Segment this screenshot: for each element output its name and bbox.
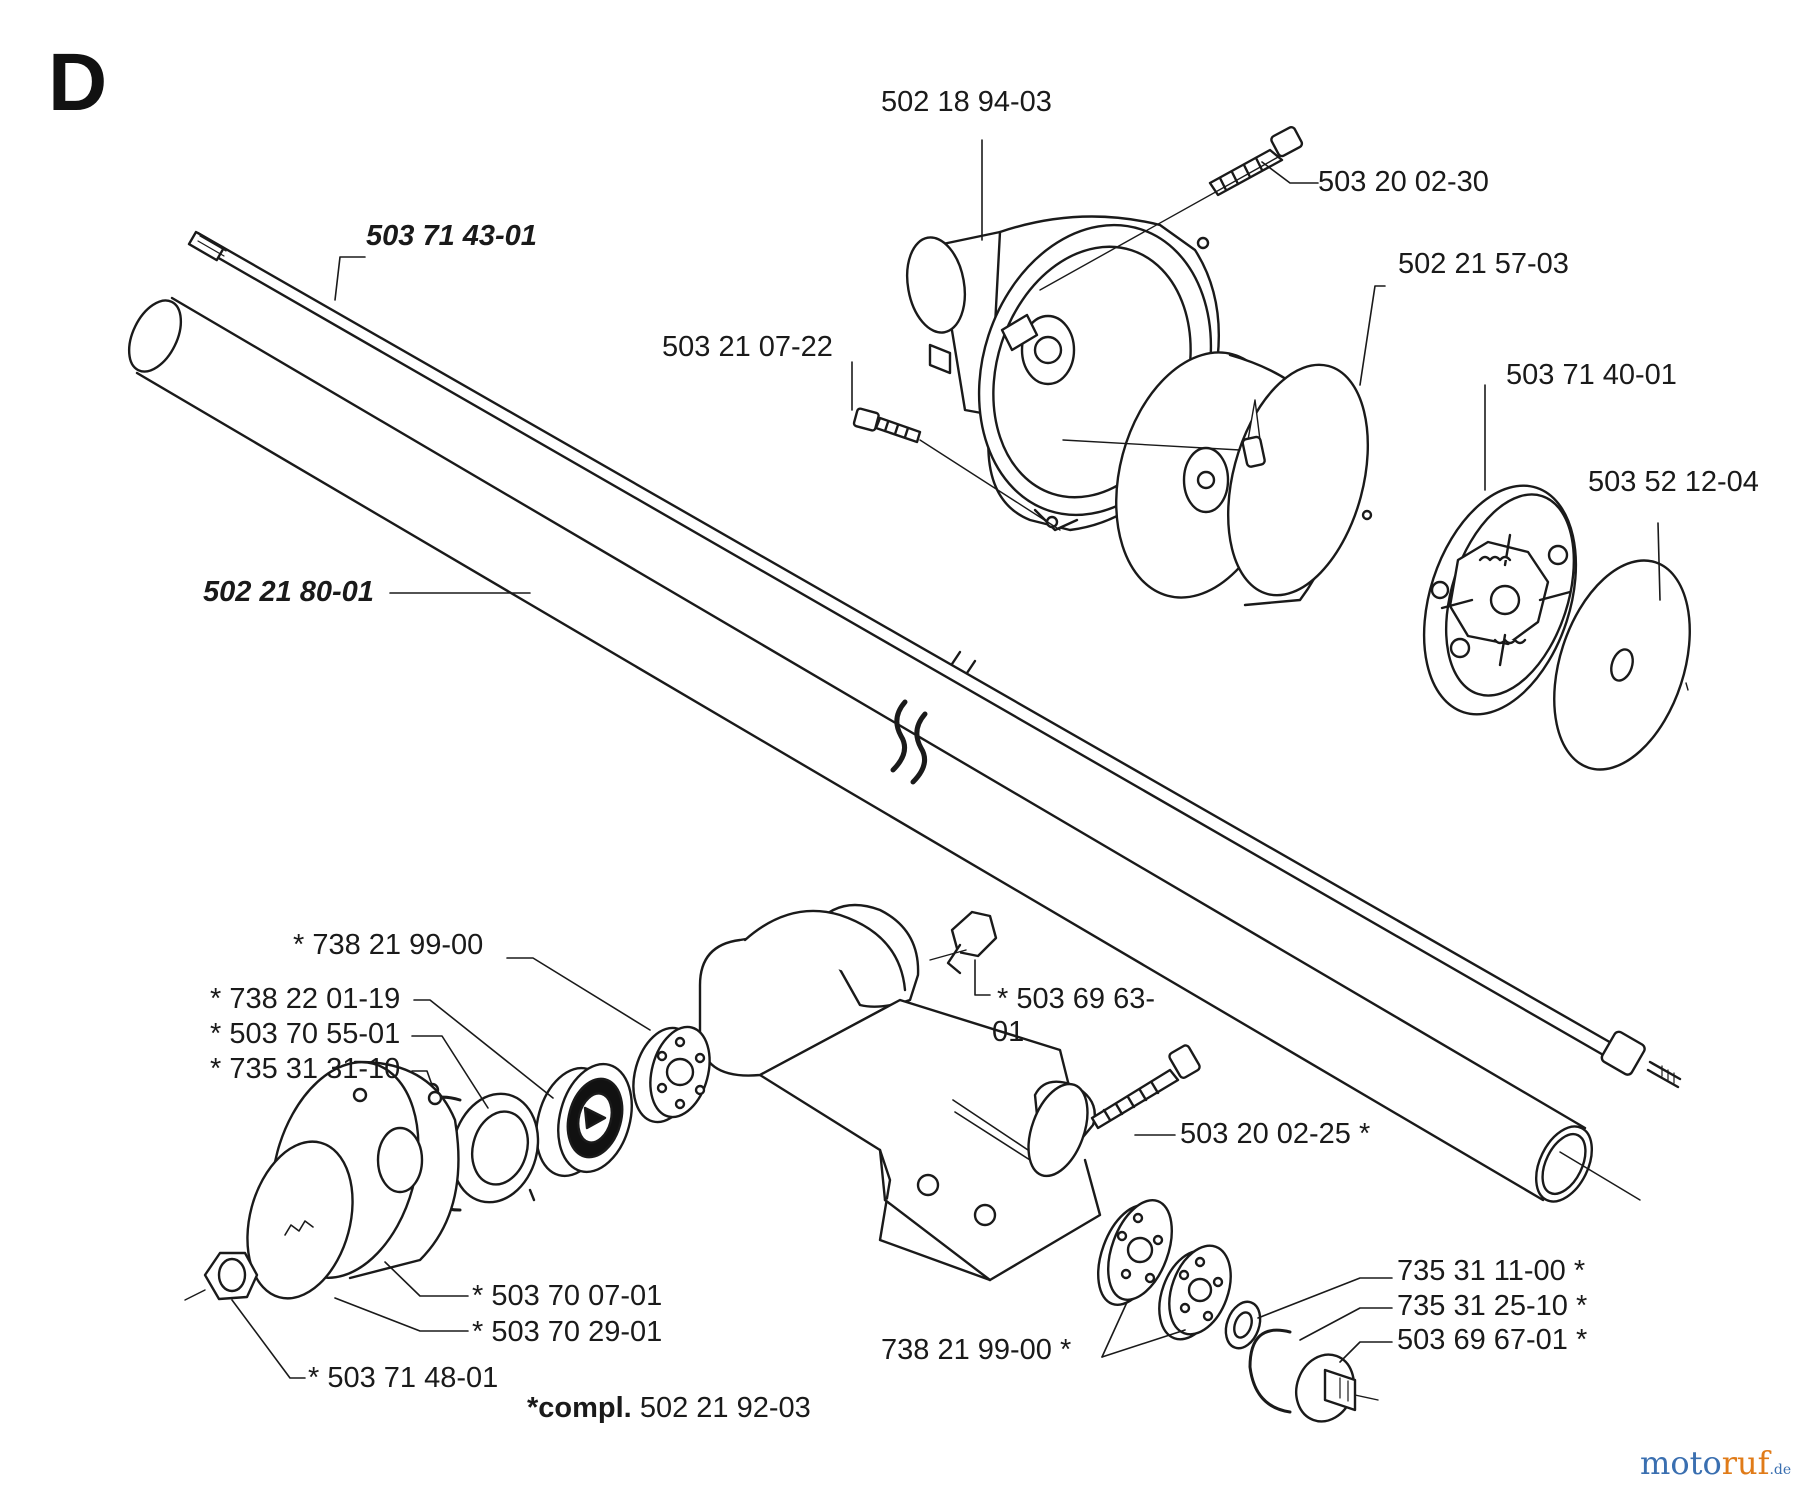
label-503-52-12-04: 503 52 12-04	[1588, 466, 1759, 498]
watermark-part2: ruf	[1721, 1444, 1770, 1482]
angle-gear-housing	[698, 903, 1102, 1282]
seal-503-70-55-01	[450, 1092, 540, 1204]
label-503-21-07-22: 503 21 07-22	[662, 331, 833, 363]
label-735-31-31-10: * 735 31 31-10	[210, 1053, 401, 1085]
label-503-70-07-01: * 503 70 07-01	[472, 1280, 663, 1312]
label-503-69-63-01: * 503 69 63-	[997, 983, 1156, 1015]
label-503-20-02-30: 503 20 02-30	[1318, 166, 1489, 198]
leader-lines	[231, 139, 1661, 1379]
label-738-21-99-00-upper: * 738 21 99-00	[293, 929, 484, 961]
compl-number: 502 21 92-03	[639, 1392, 811, 1424]
drive-shaft	[187, 230, 1682, 1089]
shaft-tube	[127, 296, 1641, 1203]
label-502-18-94-03: 502 18 94-03	[881, 86, 1052, 118]
label-503-70-29-01: * 503 70 29-01	[472, 1316, 663, 1348]
watermark-logo: motoruf.de	[1640, 1444, 1791, 1482]
watermark-part1: moto	[1640, 1444, 1722, 1482]
clutch-drum	[1062, 351, 1373, 607]
nut-503-71-48-01	[184, 1251, 259, 1301]
label-503-20-02-25: 503 20 02-25 *	[1180, 1118, 1371, 1150]
bearing-upper	[632, 1025, 711, 1124]
label-735-31-25-10: 735 31 25-10 *	[1397, 1290, 1588, 1322]
circlip-735-31-25-10	[1248, 1328, 1292, 1414]
nut-503-69-67-01	[1295, 1353, 1379, 1423]
screw-503-21-07-22	[852, 407, 1061, 531]
compl-prefix: *compl.	[527, 1392, 632, 1424]
complete-assembly-note: *compl. 502 21 92-03	[527, 1392, 811, 1425]
label-735-31-11-00: 735 31 11-00 *	[1397, 1255, 1586, 1287]
label-503-71-43-01: 503 71 43-01	[366, 220, 537, 252]
label-738-22-01-19: * 738 22 01-19	[210, 983, 401, 1015]
plug-503-69-63-01	[929, 910, 998, 975]
washer-503-52-12-04	[1553, 559, 1691, 771]
label-503-70-55-01: * 503 70 55-01	[210, 1018, 401, 1050]
washer-503-70-29-01	[246, 1140, 354, 1300]
section-letter: D	[48, 37, 108, 128]
bearing-738-22-01-19	[535, 1062, 633, 1178]
label-503-71-40-01: 503 71 40-01	[1506, 359, 1677, 391]
washer-735-31-11-00	[1224, 1300, 1262, 1350]
label-502-21-57-03: 502 21 57-03	[1398, 248, 1569, 280]
label-503-69-67-01: 503 69 67-01 *	[1397, 1324, 1588, 1356]
clutch-assembly	[1422, 484, 1578, 716]
label-503-71-48-01: * 503 71 48-01	[308, 1362, 499, 1394]
bearing-738-21-99-00-lower-2	[1158, 1244, 1232, 1341]
bearing-738-21-99-00-lower-1	[1097, 1199, 1173, 1306]
label-502-21-80-01: 502 21 80-01	[203, 576, 374, 608]
screw-503-20-02-30	[1039, 126, 1304, 291]
label-503-69-63-01-cont: 01	[992, 1016, 1025, 1048]
label-738-21-99-00-lower: 738 21 99-00 *	[881, 1334, 1072, 1366]
watermark-part3: .de	[1769, 1462, 1792, 1478]
screw-503-20-02-25	[1090, 1044, 1201, 1130]
